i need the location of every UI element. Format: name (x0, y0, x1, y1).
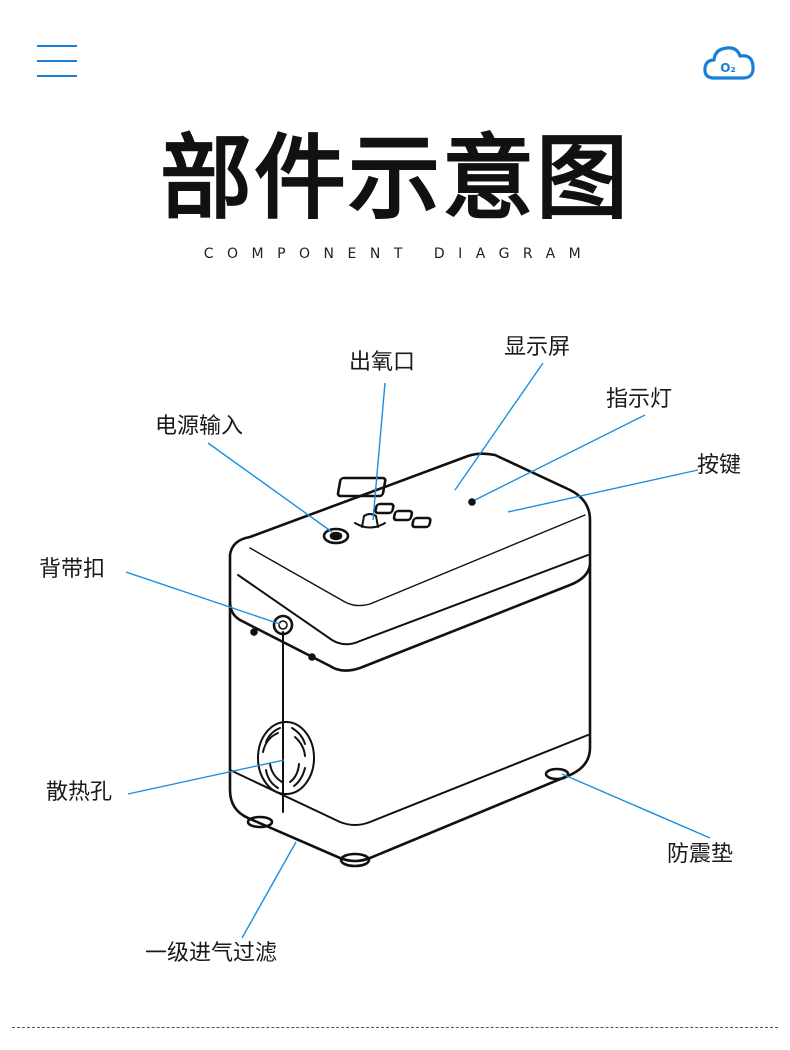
label-indicator: 指示灯 (606, 387, 673, 412)
page-title: 部件示意图 (159, 124, 630, 232)
page-subtitle: COMPONENT DIAGRAM (203, 246, 595, 262)
label-primary-intake-filter: 一级进气过滤 (145, 941, 278, 966)
foot-right (544, 767, 570, 781)
label-oxygen-outlet: 出氧口 (349, 350, 416, 375)
leader-display (454, 362, 544, 491)
strap-buckle (272, 614, 294, 636)
leader-anti-vibration-pad (561, 773, 711, 839)
foot-front (339, 852, 371, 868)
leader-strap-buckle (125, 571, 281, 625)
key-button-1 (374, 502, 395, 515)
label-power-input: 电源输入 (155, 414, 244, 439)
leader-vent (127, 759, 285, 795)
leader-buttons (507, 469, 699, 513)
leader-intake-filter (241, 841, 297, 939)
oxygen-outlet-nozzle (354, 513, 386, 529)
label-strap-buckle: 背带扣 (39, 557, 106, 582)
o2-cloud-icon[interactable]: O₂ (702, 40, 756, 82)
key-button-2 (392, 509, 414, 522)
key-button-3 (411, 516, 432, 529)
power-input-port (322, 527, 350, 545)
label-anti-vibration-pad: 防震垫 (667, 842, 734, 867)
indicator-light (468, 498, 476, 506)
o2-text: O₂ (720, 61, 735, 75)
leader-indicator (474, 414, 646, 501)
menu-icon[interactable] (37, 45, 77, 79)
vent-grille (257, 721, 315, 795)
leader-oxygen-outlet (372, 382, 386, 521)
leader-power-input (207, 442, 333, 533)
label-display: 显示屏 (504, 335, 571, 360)
device-body (228, 563, 592, 863)
foot-left (246, 815, 274, 829)
dashed-divider (12, 1027, 778, 1028)
label-vent: 散热孔 (46, 780, 113, 805)
label-buttons: 按键 (697, 453, 742, 478)
display-screen (336, 476, 387, 498)
